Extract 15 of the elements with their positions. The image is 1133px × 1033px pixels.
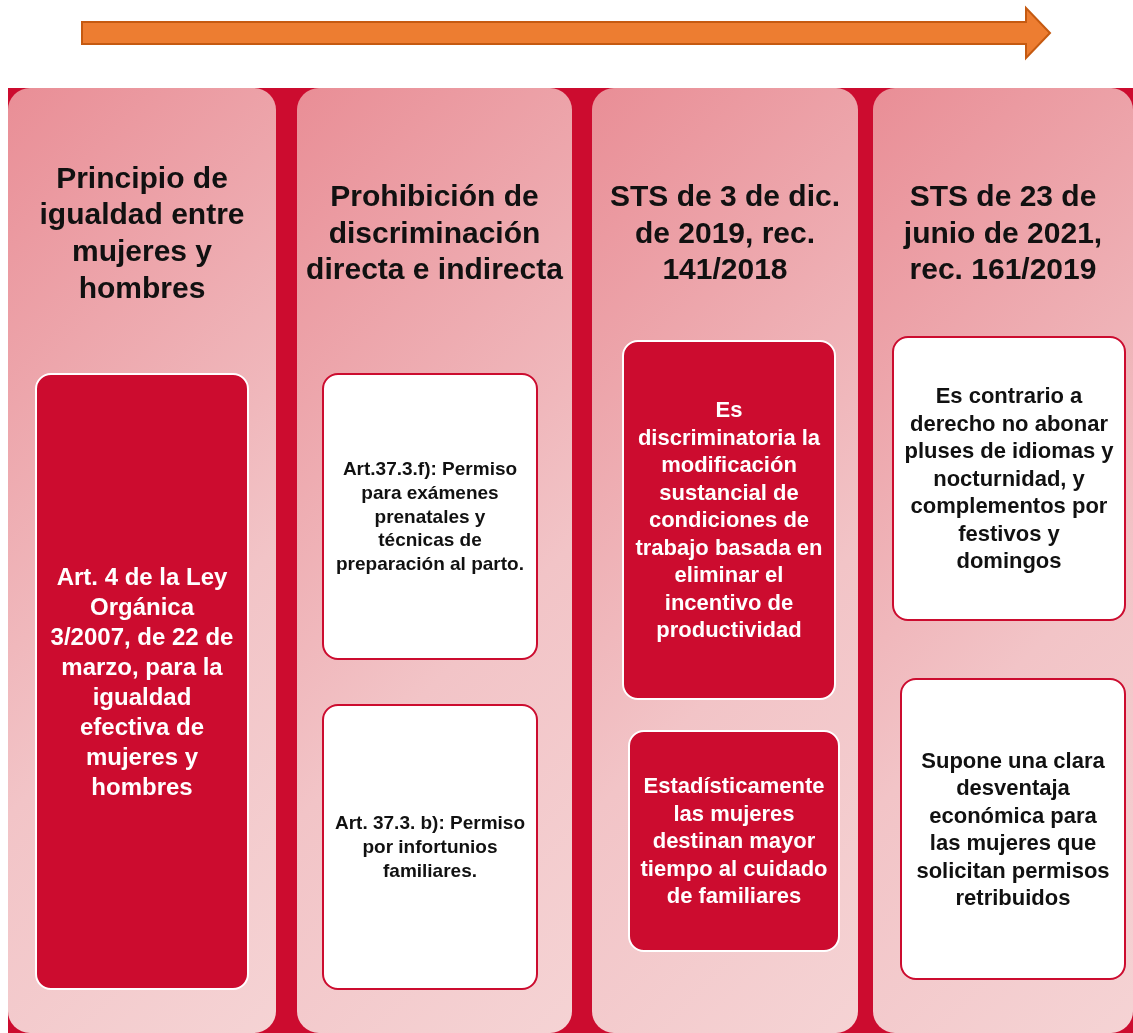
text-box: Es contrario a derecho no abonar pluses de idiomas y nocturnidad, y complementos por festivos y domingos [892,336,1126,621]
text-box: Supone una clara desventaja económica para las mujeres que solicitan permisos retribuidos [900,678,1126,980]
column-panel [297,88,572,1033]
column-panel [873,88,1133,1033]
column-panel [592,88,858,1033]
column-heading: Principio de igualdad entre mujeres y hombres [38,159,246,306]
text-box: Art.37.3.f): Permiso para exámenes prenatales y técnicas de preparación al parto. [322,373,538,660]
text-box: Es discriminatoria la modificación sustancial de condiciones de trabajo basada en eliminar el incentivo de productividad [622,340,836,700]
column-heading: Prohibición de discriminación directa e indirecta [305,178,564,288]
column-heading: STS de 3 de dic. de 2019, rec. 141/2018 [608,178,842,288]
text-box: Art. 4 de la Ley Orgánica 3/2007, de 22 de marzo, para la igualdad efectiva de mujeres y hombres [35,373,249,990]
text-box: Art. 37.3. b): Permiso por infortunios familiares. [322,704,538,990]
column-panel [8,88,276,1033]
column-heading: STS de 23 de junio de 2021, rec. 161/2019 [902,178,1104,288]
text-box: Estadísticamente las mujeres destinan mayor tiempo al cuidado de familiares [628,730,840,952]
